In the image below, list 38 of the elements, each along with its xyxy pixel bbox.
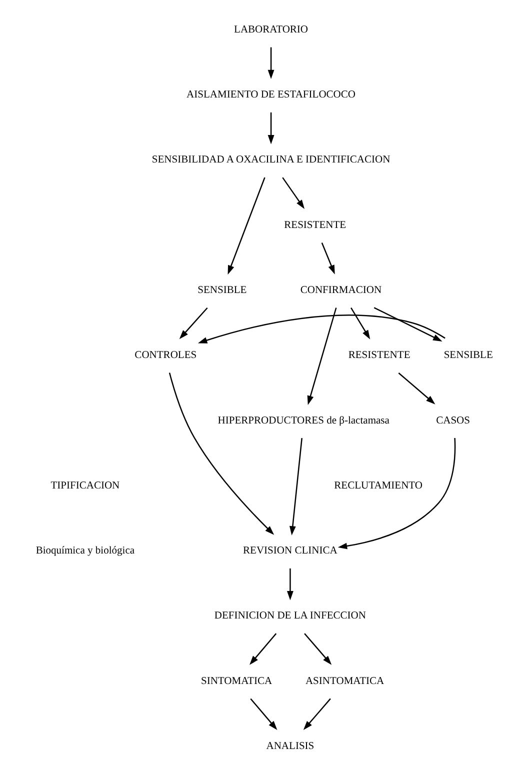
arrow	[250, 698, 278, 730]
node-text: SENSIBLE	[198, 284, 247, 296]
node-text: CASOS	[436, 415, 470, 426]
node-text: ANALISIS	[266, 740, 314, 752]
arrow	[307, 308, 337, 405]
node-text: CONFIRMACION	[300, 284, 382, 296]
arrow	[303, 698, 331, 730]
arrow	[268, 112, 274, 144]
label: Bioquímica y biológica	[36, 546, 135, 557]
arrow	[250, 633, 277, 665]
arrow	[350, 308, 370, 340]
node-text: SENSIBLE	[444, 350, 493, 362]
arrow	[179, 307, 208, 340]
arrow	[168, 372, 274, 535]
node-text: RESISTENTE	[348, 350, 410, 362]
node-text: RESISTENTE	[284, 220, 346, 231]
label: TIPIFICACION	[50, 480, 120, 492]
node-text: LABORATORIO	[234, 24, 308, 36]
node-text: SINTOMATICA	[201, 676, 272, 687]
node-text: SENSIBILIDAD A OXACILINA E IDENTIFICACION	[152, 154, 390, 166]
node-text: AISLAMIENTO DE ESTAFILOCOCO	[186, 90, 356, 101]
node-text: HIPERPRODUCTORES de β-lactamasa	[218, 415, 390, 426]
node-text: DEFINICION DE LA INFECCION	[214, 610, 366, 622]
arrow	[268, 47, 274, 80]
arrow	[304, 633, 332, 665]
arrow	[286, 568, 294, 600]
arrow	[198, 314, 446, 344]
label: RECLUTAMIENTO	[334, 480, 423, 492]
arrow	[228, 177, 266, 275]
node-text: REVISION CLINICA	[243, 546, 338, 557]
node-text: CONTROLES	[134, 350, 197, 362]
arrow	[338, 438, 456, 550]
node-text: ASINTOMATICA	[305, 676, 384, 687]
arrow	[374, 307, 442, 342]
arrow	[398, 372, 436, 404]
arrow	[282, 177, 305, 210]
arrow	[289, 438, 302, 536]
arrow	[321, 242, 335, 274]
